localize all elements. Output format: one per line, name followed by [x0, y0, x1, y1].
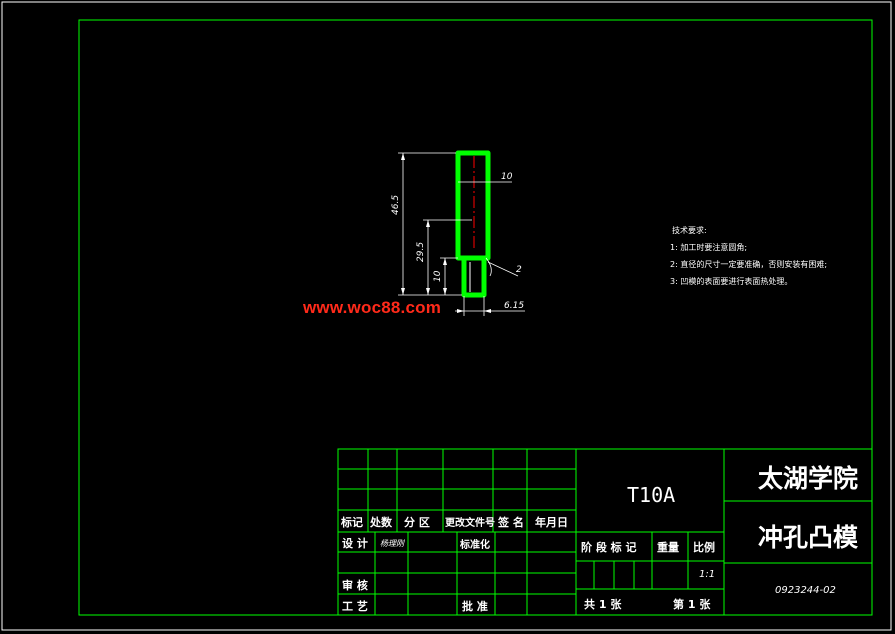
dim-overall-length: 46.5 [391, 195, 401, 215]
header-count: 处数 [370, 516, 392, 529]
part-name: 冲孔凸模 [758, 523, 859, 552]
notes-item-1: 1: 加工时要注意圆角; [670, 243, 748, 252]
design-label: 设 计 [342, 537, 368, 550]
technical-notes: 技术要求: 1: 加工时要注意圆角; 2: 直径的尺寸一定要准确，否则安装有困难… [670, 222, 827, 290]
dim-shoulder-length: 29.5 [416, 242, 426, 262]
dim-tip-width: 6.15 [504, 301, 524, 311]
dim-angle: 2 [516, 265, 522, 275]
school-name: 太湖学院 [758, 464, 859, 493]
drawing-number: 0923244-02 [775, 585, 836, 596]
notes-item-3: 3: 凹模的表面要进行表面热处理。 [670, 277, 793, 286]
header-change-doc: 更改文件号 [445, 518, 495, 529]
header-signature: 签 名 [498, 516, 524, 529]
dim-tip-length: 10 [433, 270, 443, 282]
notes-item-2: 2: 直径的尺寸一定要准确，否则安装有困难; [670, 260, 828, 269]
approve-label: 批 准 [462, 600, 488, 613]
title-block-grid [337, 448, 873, 616]
scale-label: 比例 [693, 541, 715, 554]
punch-part [455, 150, 491, 298]
standardize-label: 标准化 [460, 540, 490, 551]
scale-value: 1:1 [699, 569, 716, 580]
total-sheets: 共 1 张 [584, 598, 622, 611]
review-label: 审 核 [342, 579, 368, 592]
process-label: 工 艺 [342, 600, 368, 613]
dimension-arrows [401, 153, 491, 313]
stage-label: 阶 段 标 记 [581, 541, 637, 554]
header-date: 年月日 [535, 516, 568, 529]
punch-body [455, 150, 491, 261]
weight-label: 重量 [657, 541, 679, 554]
header-zone: 分 区 [404, 516, 430, 529]
material-value: T10A [627, 483, 676, 507]
dim-width: 10 [501, 172, 513, 182]
sheet-number: 第 1 张 [673, 598, 711, 611]
header-mark: 标记 [341, 516, 363, 529]
punch-tip [461, 255, 487, 298]
designer-name: 杨理刚 [380, 539, 404, 548]
watermark-text: www.woc88.com [303, 298, 442, 317]
notes-title: 技术要求: [672, 226, 707, 235]
